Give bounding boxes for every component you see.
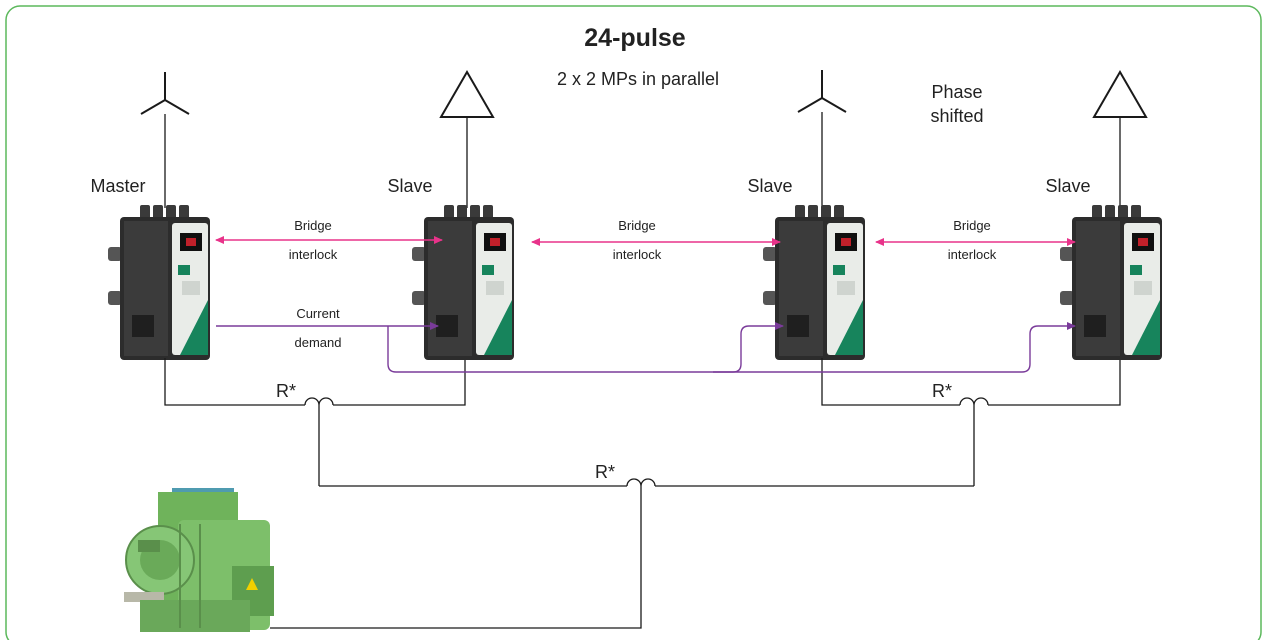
delta-symbol-icon bbox=[1092, 70, 1148, 118]
wye-symbol-icon bbox=[797, 70, 847, 113]
current-demand-links bbox=[216, 322, 1076, 373]
interlock-label-1a: Bridge bbox=[294, 218, 332, 233]
current-demand-label-b: demand bbox=[295, 335, 342, 350]
output-wiring bbox=[164, 358, 1121, 629]
phase-note-line1: Phase bbox=[931, 82, 982, 102]
drives-layer bbox=[108, 205, 1162, 360]
reactor-label-2: R* bbox=[932, 381, 952, 401]
wye-symbol-icon bbox=[140, 72, 190, 115]
diagram-frame bbox=[5, 5, 1262, 640]
diagram-subtitle: 2 x 2 MPs in parallel bbox=[557, 69, 719, 89]
current-demand-arrow-2 bbox=[713, 322, 784, 373]
drive-role-slave-2: Slave bbox=[747, 176, 792, 196]
drive-role-slave-1: Slave bbox=[387, 176, 432, 196]
current-demand-label-a: Current bbox=[296, 306, 340, 321]
interlock-label-3b: interlock bbox=[948, 247, 997, 262]
mentor-drive-icon bbox=[412, 205, 514, 360]
mentor-drive-icon bbox=[108, 205, 210, 360]
phase-note-line2: shifted bbox=[930, 106, 983, 126]
interlock-label-1b: interlock bbox=[289, 247, 338, 262]
mentor-drive-icon bbox=[763, 205, 865, 360]
bridge-interlock-links bbox=[215, 236, 1076, 246]
mentor-drive-icon bbox=[1060, 205, 1162, 360]
supply-wiring bbox=[164, 112, 1121, 208]
dc-motor-icon bbox=[124, 488, 274, 632]
reactor-label-1: R* bbox=[276, 381, 296, 401]
delta-symbol-icon bbox=[439, 70, 495, 118]
current-demand-bus bbox=[387, 322, 1076, 373]
diagram-title: 24-pulse bbox=[584, 24, 686, 52]
interlock-label-2a: Bridge bbox=[618, 218, 656, 233]
reactor-label-3: R* bbox=[595, 462, 615, 482]
interlock-label-3a: Bridge bbox=[953, 218, 991, 233]
drive-role-slave-3: Slave bbox=[1045, 176, 1090, 196]
drive-role-master: Master bbox=[90, 176, 145, 196]
interlock-label-2b: interlock bbox=[613, 247, 662, 262]
